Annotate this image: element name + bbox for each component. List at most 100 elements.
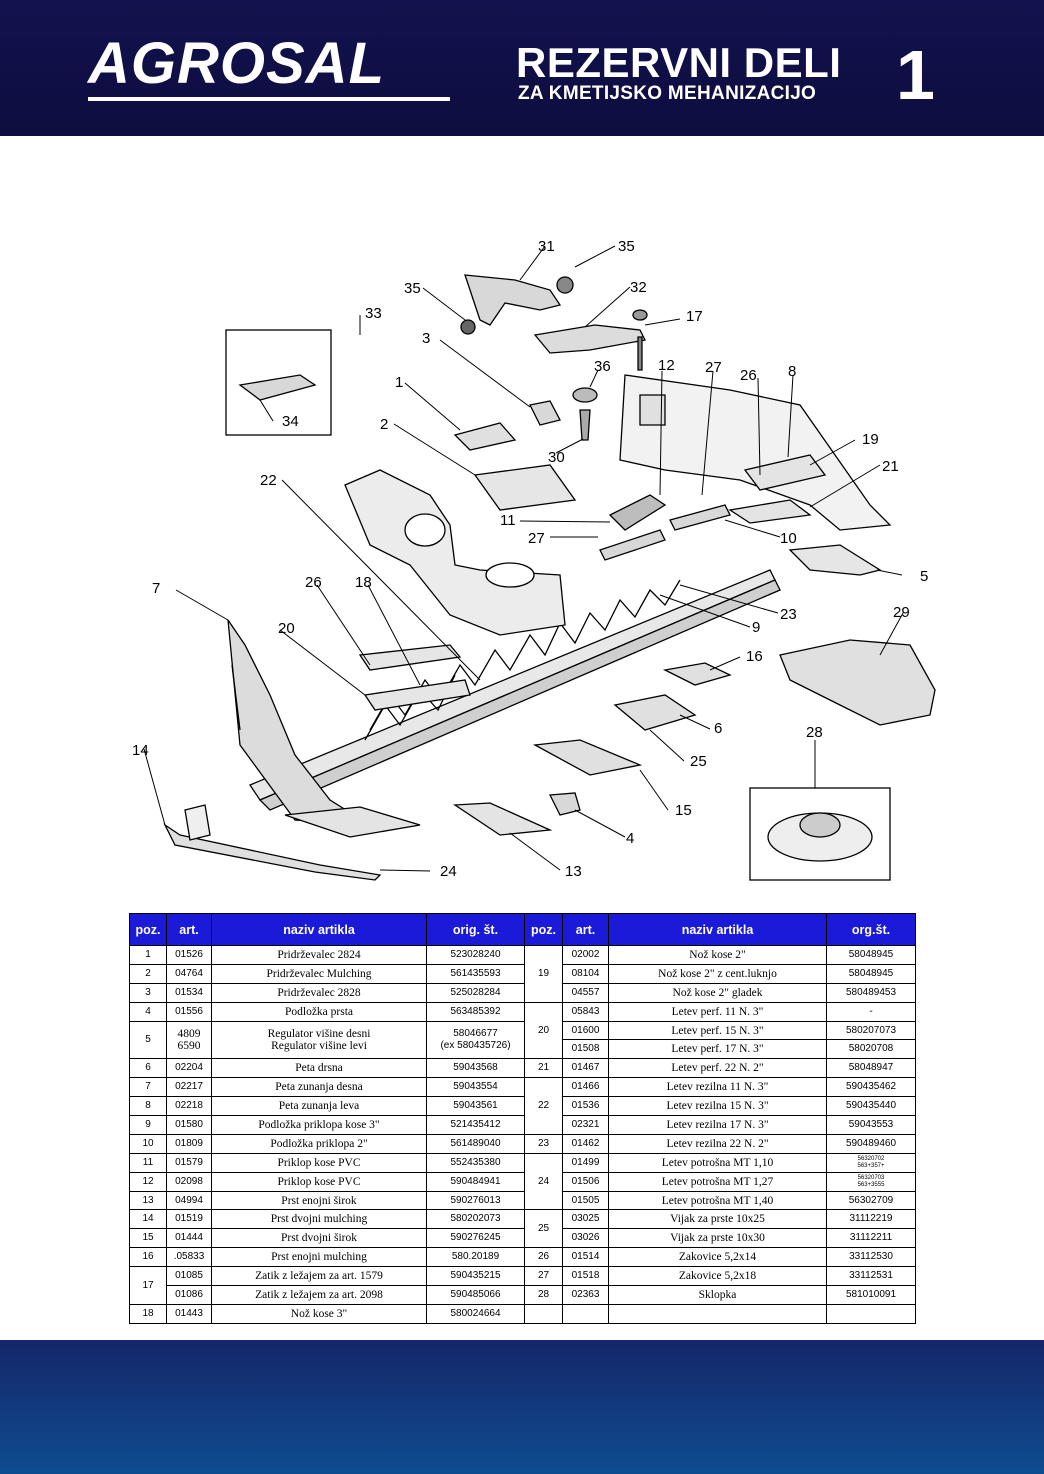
cell-art: 01534: [166, 982, 212, 1003]
cell-orig: 33112530: [826, 1247, 916, 1268]
cell-empty: [826, 1303, 916, 1324]
table-row: 15 01444 Prst dvojni širok 590276245 030…: [129, 1228, 916, 1249]
cell-orig: 561489040: [426, 1133, 525, 1154]
cell-naziv: Nož kose 2" gladek: [608, 982, 827, 1003]
cell-art: 01086: [166, 1285, 212, 1305]
cell-art-line: 6590: [177, 1039, 201, 1052]
table-row: 10 01809 Podložka priklopa 2" 561489040 …: [129, 1133, 916, 1154]
diagram-callout: 13: [565, 863, 582, 880]
diagram-callout: 34: [282, 413, 299, 430]
cell-poz: 18: [129, 1303, 167, 1324]
cell-naziv-line: Regulator višine desni: [267, 1027, 371, 1040]
diagram-callout: 2: [380, 416, 388, 433]
cell-naziv: Letev rezilna 22 N. 2": [608, 1133, 827, 1154]
cell-poz: 6: [129, 1058, 167, 1079]
cell-orig-line: 58046677: [453, 1027, 498, 1039]
table-row: 3 01534 Pridrževalec 2828 525028284 0455…: [129, 982, 916, 1003]
cell-orig: 33112531: [826, 1266, 916, 1287]
cell-orig-line: 563+3555: [857, 1181, 885, 1188]
cell-orig: 58046677(ex 580435726): [426, 1020, 525, 1060]
cell-art: 01518: [562, 1266, 609, 1287]
cell-naziv: Peta zunanja leva: [211, 1096, 427, 1117]
cell-poz: 19: [524, 945, 563, 1003]
cell-naziv: Pridrževalec Mulching: [211, 963, 427, 984]
diagram-callout: 25: [690, 753, 707, 770]
cell-poz: 14: [129, 1209, 167, 1230]
cell-naziv: Podložka prsta: [211, 1001, 427, 1022]
cell-orig: 561435593: [426, 963, 525, 984]
cell-orig: 523028240: [426, 945, 525, 965]
cell-orig: 31112219: [826, 1209, 916, 1230]
cell-orig: 525028284: [426, 982, 525, 1003]
cell-naziv: Zatik z ležajem za art. 2098: [211, 1285, 427, 1305]
diagram-callout: 3: [422, 330, 430, 347]
diagram-callout: 35: [404, 280, 421, 297]
page-number: 1: [896, 36, 935, 114]
diagram-callout: 29: [893, 604, 910, 621]
diagram-callout: 26: [740, 367, 757, 384]
cell-orig: 590485066: [426, 1285, 525, 1305]
diagram-callout: 10: [780, 530, 797, 547]
column-header: poz.: [524, 913, 563, 946]
cell-orig: 59043554: [426, 1077, 525, 1098]
diagram-callout: 14: [132, 742, 149, 759]
cell-art: 04557: [562, 982, 609, 1003]
cell-orig: 590435462: [826, 1077, 916, 1098]
table-row: 8 02218 Peta zunanja leva 59043561 01536…: [129, 1096, 916, 1117]
diagram-callout: 12: [658, 357, 675, 374]
cell-naziv: Prst enojni širok: [211, 1190, 427, 1211]
cell-orig: 552435380: [426, 1152, 525, 1173]
cell-art: 01809: [166, 1133, 212, 1154]
cell-orig: 580489453: [826, 982, 916, 1003]
cell-art-line: 4809: [177, 1027, 201, 1040]
cell-poz: 26: [524, 1247, 563, 1268]
cell-art: .05833: [166, 1247, 212, 1268]
cell-orig: 590276245: [426, 1228, 525, 1249]
table-row: 12 02098 Priklop kose PVC 590484941 0150…: [129, 1171, 916, 1192]
cell-art: 01462: [562, 1133, 609, 1154]
table-row: 16 .05833 Prst enojni mulching 580.20189…: [129, 1247, 916, 1268]
cell-naziv: Letev potrošna MT 1,27: [608, 1171, 827, 1192]
diagram-callout: 18: [355, 574, 372, 591]
cell-art: 01506: [562, 1171, 609, 1192]
cell-empty: [608, 1303, 827, 1324]
cell-orig: 58048945: [826, 963, 916, 984]
cell-poz: 13: [129, 1190, 167, 1211]
table-row: 17 01085 Zatik z ležajem za art. 1579 59…: [129, 1266, 916, 1305]
table-row: 4 01556 Podložka prsta 563485392 20 0584…: [129, 1001, 916, 1060]
cell-poz: 12: [129, 1171, 167, 1192]
diagram-callout: 4: [626, 830, 634, 847]
cell-naziv: Sklopka: [608, 1285, 827, 1305]
cell-poz: 23: [524, 1133, 563, 1154]
cell-orig: 590276013: [426, 1190, 525, 1211]
cell-art: 04764: [166, 963, 212, 984]
cell-art: 05843: [562, 1001, 609, 1022]
table-row: 7 02217 Peta zunanja desna 59043554 22 0…: [129, 1077, 916, 1135]
cell-art: 01499: [562, 1152, 609, 1173]
cell-naziv: Vijak za prste 10x30: [608, 1228, 827, 1249]
cell-art: 02363: [562, 1285, 609, 1305]
cell-art: 01505: [562, 1190, 609, 1211]
table-row: 01086 Zatik z ležajem za art. 2098 59048…: [130, 1285, 916, 1305]
header-subtitle: ZA KMETIJSKO MEHANIZACIJO: [518, 83, 817, 104]
column-header: art.: [166, 913, 212, 946]
table-row: 13 04994 Prst enojni širok 590276013 015…: [129, 1190, 916, 1211]
cell-orig: 58048947: [826, 1058, 916, 1079]
logo-underline: [88, 97, 450, 101]
cell-naziv: Pridrževalec 2828: [211, 982, 427, 1003]
column-header: naziv artikla: [608, 913, 827, 946]
cell-orig: 58020708: [826, 1039, 916, 1060]
cell-art: 01600: [562, 1020, 609, 1041]
column-header: poz.: [129, 913, 167, 946]
cell-orig: 580024664: [426, 1303, 525, 1324]
cell-orig: 56302709: [826, 1190, 916, 1211]
cell-naziv: Letev perf. 22 N. 2": [608, 1058, 827, 1079]
cell-orig: 59043568: [426, 1058, 525, 1079]
diagram-callout: 32: [630, 279, 647, 296]
cell-naziv: Nož kose 2": [608, 945, 827, 965]
diagram-callout: 33: [365, 305, 382, 322]
diagram-callout: 1: [395, 374, 403, 391]
